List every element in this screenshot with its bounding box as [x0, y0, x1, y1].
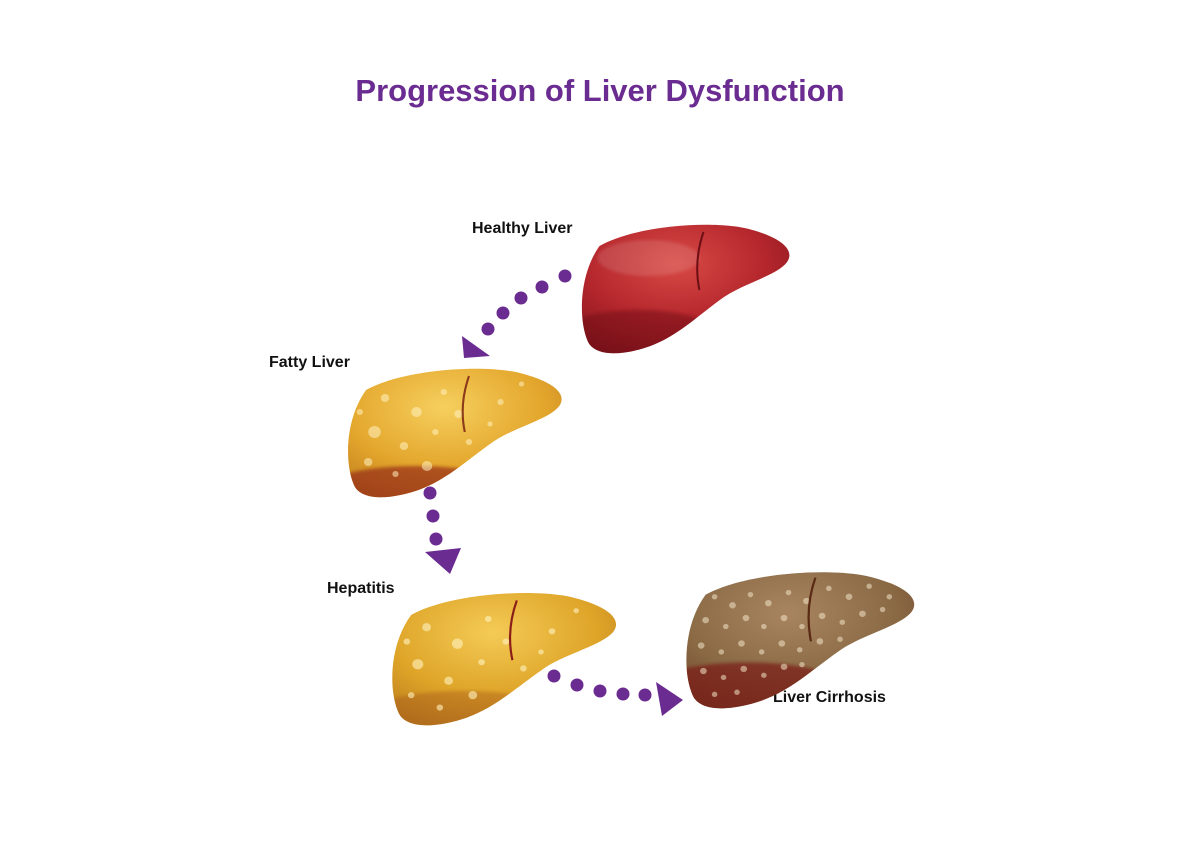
label-healthy-liver: Healthy Liver — [472, 220, 572, 237]
arrow-healthy-to-fatty — [462, 269, 572, 358]
fatty-liver-icon — [348, 368, 562, 498]
hepatitis-liver-icon — [392, 593, 617, 726]
page-title: Progression of Liver Dysfunction — [355, 73, 844, 108]
label-fatty-liver: Fatty Liver — [269, 354, 350, 371]
arrow-hepatitis-to-cirrhosis — [547, 669, 683, 716]
arrow-fatty-to-hepatitis — [423, 486, 461, 574]
label-liver-cirrhosis: Liver Cirrhosis — [773, 689, 886, 706]
label-hepatitis: Hepatitis — [327, 580, 395, 597]
healthy-liver-icon — [581, 224, 790, 354]
